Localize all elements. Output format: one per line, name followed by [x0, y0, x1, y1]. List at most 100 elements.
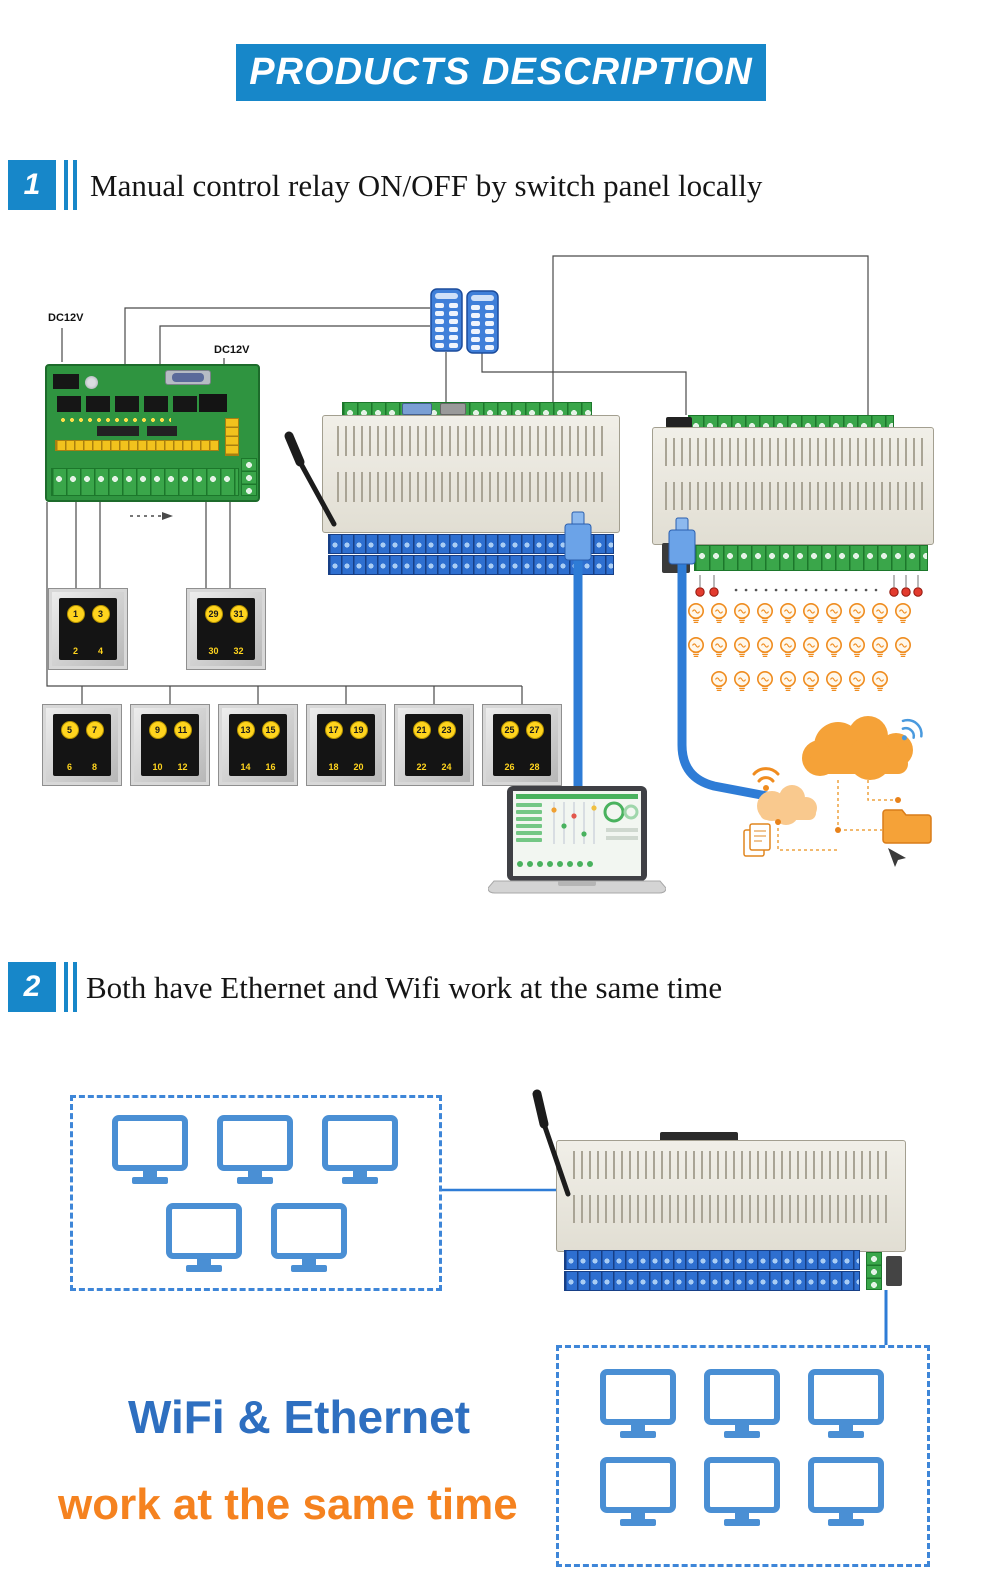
panel-number: 32: [233, 646, 244, 656]
ic-chip: [147, 426, 177, 436]
connector-black: [660, 1132, 738, 1142]
green-terminal-block: [866, 1252, 882, 1290]
wifi-antenna-icon: [284, 431, 337, 527]
vent-slots: [665, 438, 923, 466]
panel-number: 20: [353, 762, 364, 772]
panel-number: 28: [529, 762, 540, 772]
panel-button: 23: [437, 721, 456, 739]
panel-button: 21: [412, 721, 431, 739]
controller-enclosure: [556, 1140, 906, 1252]
panel-button: 1: [66, 605, 85, 623]
panel-number: 30: [208, 646, 219, 656]
laptop-illustration: [488, 786, 666, 894]
section-2-accent-bars: [64, 962, 77, 1012]
ic-chip: [97, 426, 139, 436]
page-title: PRODUCTS DESCRIPTION: [236, 44, 766, 101]
relay-controller-wifi: [322, 402, 620, 576]
screw-terminals-yellow: [55, 440, 219, 451]
section-2-title: Both have Ethernet and Wifi work at the …: [86, 970, 723, 1005]
panel-number: 18: [328, 762, 339, 772]
power-label: DC12V: [48, 312, 84, 324]
panel-button: 25: [500, 721, 519, 739]
diagram2-connection-lines: [442, 1188, 888, 1345]
relay-controller-ethernet: [652, 415, 934, 575]
switch-panel-face: 1 3 2 4: [59, 598, 117, 660]
network-group-2: [556, 1345, 930, 1567]
switch-panel: 21 23 22 24: [394, 704, 474, 786]
panel-button: 31: [229, 605, 248, 623]
connector-black: [666, 417, 692, 428]
ethernet-cables: [564, 511, 803, 807]
cloud-icon: [802, 716, 913, 780]
computers-group-2: [556, 1345, 930, 1567]
green-terminals-row: [694, 545, 928, 571]
blue-terminals-row: [328, 534, 614, 554]
section-1-accent-bars: [64, 160, 77, 210]
relay-row: [57, 396, 197, 412]
cursor-icon: [888, 848, 906, 867]
vga-connector: [402, 403, 432, 415]
panel-number: 22: [416, 762, 427, 772]
switch-panel: 9 11 10 12: [130, 704, 210, 786]
vent-slots: [337, 472, 605, 502]
panel-number: 16: [265, 762, 276, 772]
panel-button: 15: [261, 721, 280, 739]
switch-panel-face: 25 27 26 28: [493, 714, 551, 776]
power-label: DC12V: [214, 344, 250, 356]
vent-slots: [573, 1195, 891, 1223]
panel-number: 6: [66, 762, 72, 772]
panel-number: 12: [177, 762, 188, 772]
cloud-icon: [757, 785, 817, 825]
network-group-1: [70, 1095, 442, 1291]
section-2-badge: 2: [8, 962, 56, 1012]
power-jack: [53, 374, 79, 389]
panel-button: 7: [85, 721, 104, 739]
panel-button: 19: [349, 721, 368, 739]
indicator-led-icons: [695, 587, 923, 597]
terminal-blocks-green: [241, 458, 257, 496]
switch-panel: 13 15 14 16: [218, 704, 298, 786]
wifi-antenna-icon: [532, 1089, 571, 1197]
switch-panel: 17 19 18 20: [306, 704, 386, 786]
controller-enclosure: [652, 427, 934, 545]
panel-button: 3: [91, 605, 110, 623]
switch-panel: 5 7 6 8: [42, 704, 122, 786]
panel-number: 4: [97, 646, 103, 656]
blue-terminals-row: [564, 1271, 860, 1291]
relay-large: [199, 394, 227, 412]
switch-panel-face: 29 31 30 32: [197, 598, 255, 660]
db9-connector: [440, 403, 466, 415]
switch-panel: 29 31 30 32: [186, 588, 266, 670]
relay-board: [45, 364, 260, 502]
wifi-signal-icon: [901, 718, 923, 741]
panel-button: 5: [60, 721, 79, 739]
panel-button: 13: [236, 721, 255, 739]
blue-terminals-row: [328, 555, 614, 575]
switch-panel-face: 21 23 22 24: [405, 714, 463, 776]
vent-slots: [337, 426, 605, 456]
capacitor: [85, 376, 98, 389]
wifi-ethernet-controller: [556, 1128, 906, 1291]
panel-button: 17: [324, 721, 343, 739]
switch-panel: 1 3 2 4: [48, 588, 128, 670]
switch-panel: 25 27 26 28: [482, 704, 562, 786]
ethernet-cable: [564, 511, 592, 805]
remote-control-icon: [466, 290, 499, 354]
same-time-label: work at the same time: [58, 1480, 518, 1529]
switch-panel-face: 9 11 10 12: [141, 714, 199, 776]
diagram1-wiring-lines: [46, 255, 923, 704]
panel-number: 8: [91, 762, 97, 772]
panel-button: 27: [525, 721, 544, 739]
switch-panel-face: 17 19 18 20: [317, 714, 375, 776]
section-1-badge: 1: [8, 160, 56, 210]
controller-enclosure: [322, 415, 620, 533]
dotted-connectors: [777, 780, 898, 851]
vent-slots: [665, 482, 923, 510]
switch-panel-face: 13 15 14 16: [229, 714, 287, 776]
ethernet-cable: [668, 517, 803, 807]
panel-button: 9: [148, 721, 167, 739]
led-wires: [699, 575, 919, 587]
screw-terminals-yellow: [225, 418, 239, 456]
switch-panel-face: 5 7 6 8: [53, 714, 111, 776]
